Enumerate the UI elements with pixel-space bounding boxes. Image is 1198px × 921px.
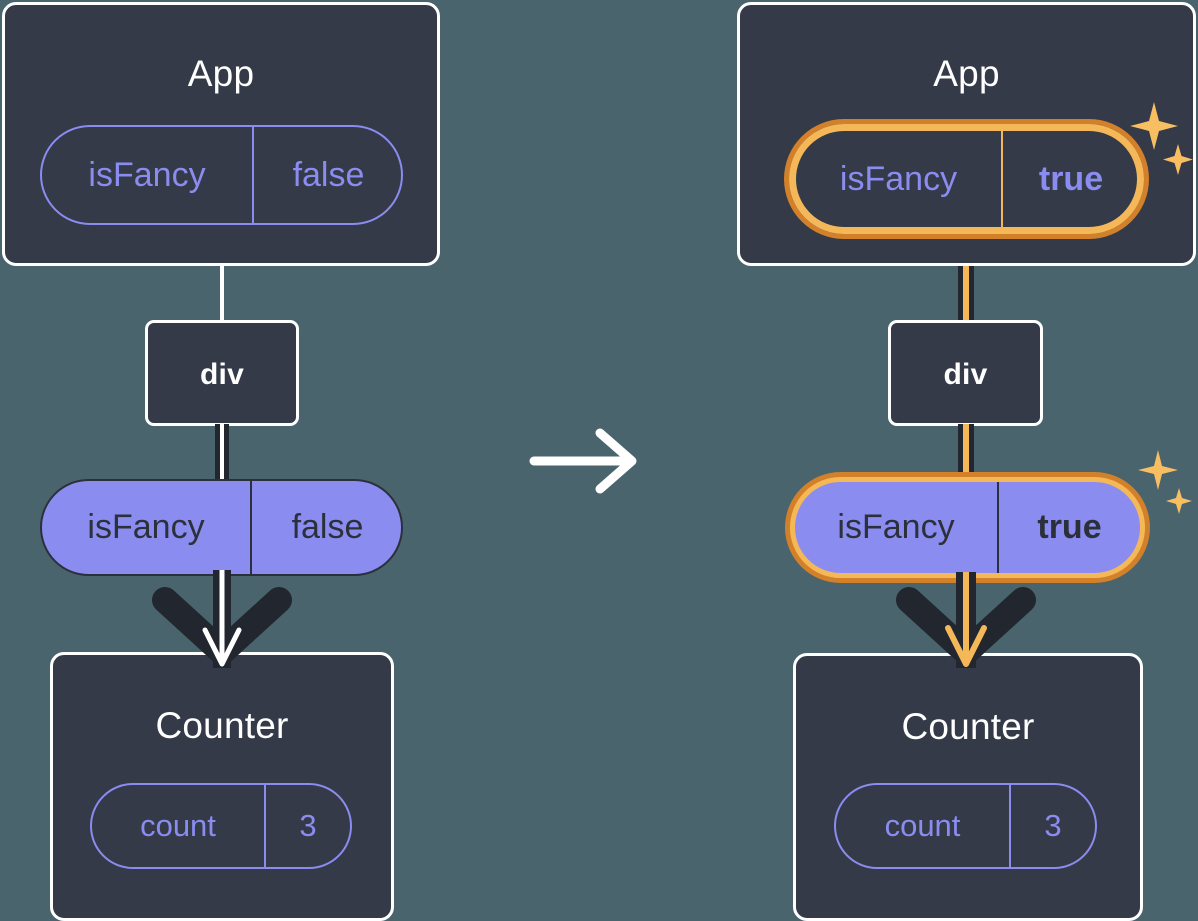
transition-arrow-icon xyxy=(529,428,637,494)
counter-state-pill-key-after: count xyxy=(884,808,961,843)
counter-state-pill-key-before: count xyxy=(140,808,216,843)
app-title-before: App xyxy=(187,53,255,94)
prop-pill-divider-after xyxy=(997,482,999,573)
prop-pill-value-after: true xyxy=(1037,508,1102,546)
prop-pill-value-before: false xyxy=(291,508,364,546)
prop-pill-key-after: isFancy xyxy=(837,508,955,546)
div-title-before: div xyxy=(200,358,244,391)
counter-title-after: Counter xyxy=(901,706,1035,747)
app-state-pill-after[interactable]: isFancy true xyxy=(789,124,1144,234)
counter-state-pill-value-before: 3 xyxy=(299,808,317,843)
counter-state-pill-divider-before xyxy=(264,785,266,867)
prop-pill-before[interactable]: isFancy false xyxy=(40,479,403,576)
app-state-pill-key-before: isFancy xyxy=(88,155,206,194)
app-state-pill-divider-after xyxy=(1001,131,1003,227)
prop-pill-key-before: isFancy xyxy=(87,508,205,546)
div-box-before: div xyxy=(145,320,299,426)
app-title-after: App xyxy=(933,53,1000,94)
div-box-after: div xyxy=(888,320,1043,426)
counter-title-before: Counter xyxy=(155,705,289,746)
app-state-pill-value-before: false xyxy=(292,155,365,194)
sparkles-icon-prop-after xyxy=(1138,450,1192,514)
app-state-pill-divider-before xyxy=(252,127,254,223)
app-state-pill-value-after: true xyxy=(1038,159,1104,198)
counter-state-pill-divider-after xyxy=(1009,785,1011,867)
counter-state-pill-after[interactable]: count 3 xyxy=(834,783,1097,869)
prop-pill-divider-before xyxy=(250,481,252,574)
prop-pill-after[interactable]: isFancy true xyxy=(790,477,1145,578)
counter-state-pill-before[interactable]: count 3 xyxy=(90,783,352,869)
div-title-after: div xyxy=(943,358,988,391)
app-state-pill-before[interactable]: isFancy false xyxy=(40,125,403,225)
counter-state-pill-value-after: 3 xyxy=(1044,808,1062,843)
app-state-pill-key-after: isFancy xyxy=(839,159,958,198)
